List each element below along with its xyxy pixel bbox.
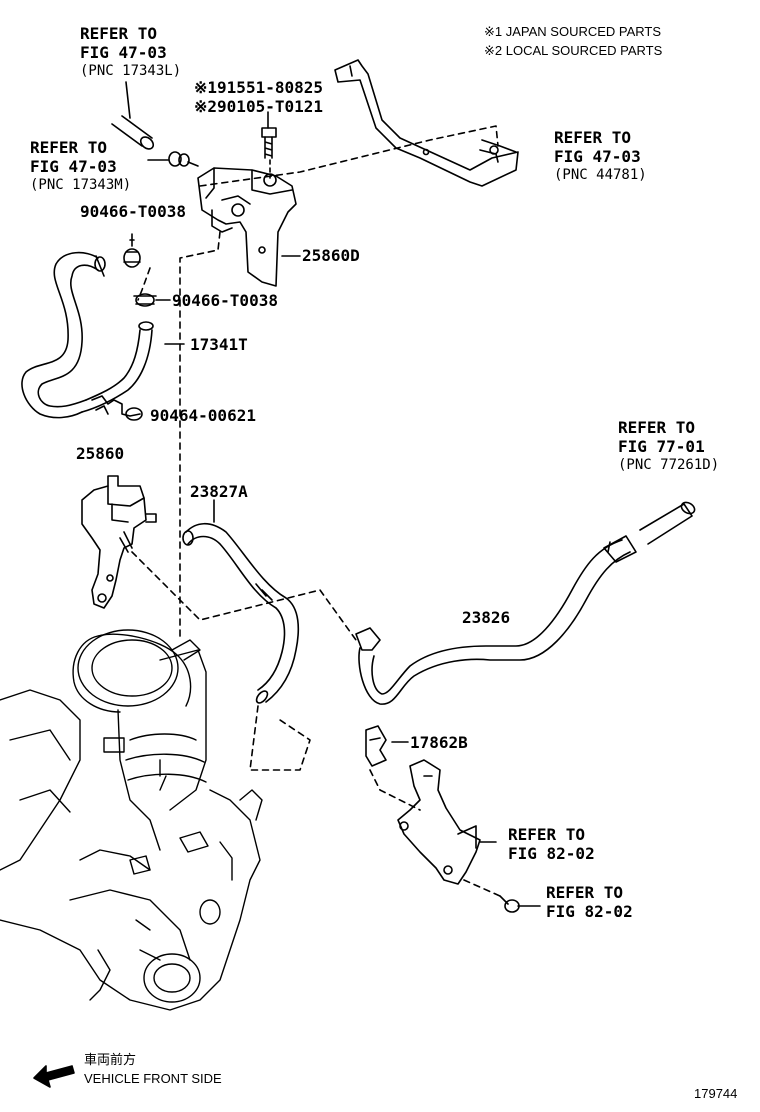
hose-stub-17343m [147,151,199,167]
refer-to-label: REFER TO [546,883,624,902]
vehicle-front-label: VEHICLE FRONT SIDE [84,1071,222,1086]
refer-fig-label: FIG 82-02 [546,902,633,921]
refer-fig-label: FIG 47-03 [80,43,167,62]
refer-pnc-label: (PNC 17343L) [80,63,182,79]
refer-to-label: REFER TO [80,24,158,43]
part-number-vsv: 25860 [76,444,125,463]
refer-to-label: REFER TO [30,138,108,157]
part-number-clamp-upper: 90466-T0038 [80,202,186,221]
refer-fig-label: FIG 82-02 [508,844,595,863]
part-number-bracket: 25860D [302,246,360,265]
part-number-clamp-lower: 90466-T0038 [172,291,278,310]
refer-fig-label: FIG 47-03 [30,157,117,176]
refer-to-label: REFER TO [508,825,586,844]
part-number-bolt-japan: ※191551-80825 [194,78,323,97]
clamp-lower [133,293,171,307]
bracket-82-02 [397,759,497,885]
clamp-upper [123,233,141,268]
note-local-sourced: ※2 LOCAL SOURCED PARTS [484,43,663,58]
refer-to-label: REFER TO [554,128,632,147]
clip-90464 [91,395,143,421]
part-number-hose: 17341T [190,335,248,354]
clamp-17862b [365,725,409,767]
front-arrow-icon [33,1065,75,1088]
bolt-icon [261,111,277,159]
part-number-bolt-local: ※290105-T0121 [194,97,323,116]
part-number-hose-b: 23826 [462,608,511,627]
hose-stub-17343l [111,81,155,150]
refer-pnc-label: (PNC 77261D) [618,457,720,473]
vehicle-front-label-jp: 車両前方 [84,1052,137,1067]
engine-intake [0,629,263,1011]
hose-23827a [182,499,300,704]
part-number-hose-a: 23827A [190,482,248,501]
hose-23826 [355,501,696,705]
part-number-clamp-c: 17862B [410,733,468,752]
bracket-44781 [334,59,519,187]
hose-17341t [21,251,154,419]
refer-pnc-label: (PNC 44781) [554,167,647,183]
refer-pnc-label: (PNC 17343M) [30,177,132,193]
refer-fig-label: FIG 47-03 [554,147,641,166]
bolt-lower-icon [499,895,541,913]
vsv-bracket-25860d [197,167,297,287]
illustration-number: 179744 [694,1086,738,1101]
vsv-25860 [81,475,157,609]
refer-to-label: REFER TO [618,418,696,437]
part-number-clip: 90464-00621 [150,406,256,425]
note-japan-sourced: ※1 JAPAN SOURCED PARTS [484,24,662,39]
refer-fig-label: FIG 77-01 [618,437,705,456]
